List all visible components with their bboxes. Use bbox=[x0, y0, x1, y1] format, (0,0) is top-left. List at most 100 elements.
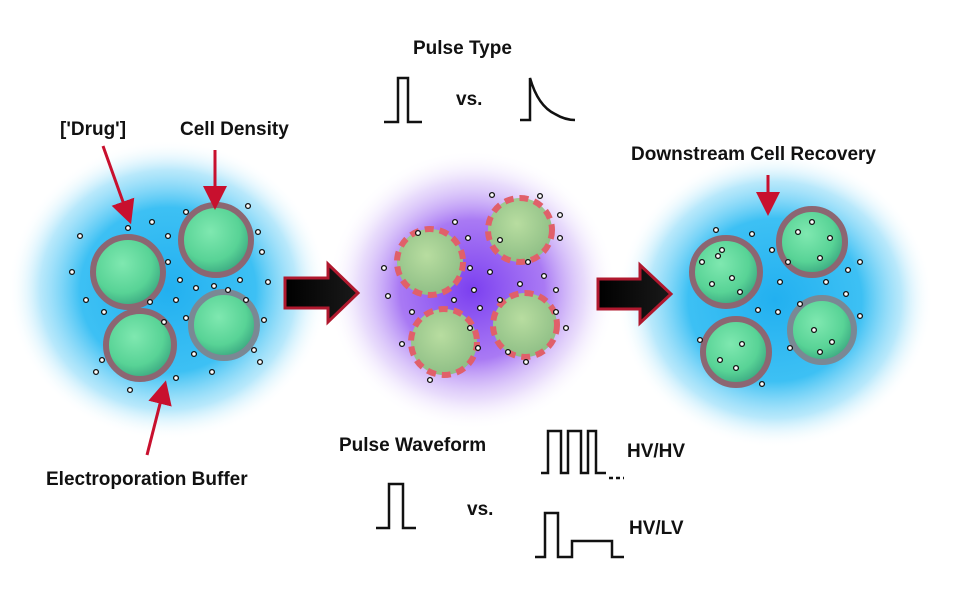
electroporation-buffer-label: Electroporation Buffer bbox=[46, 469, 248, 490]
drug-molecule-dot bbox=[524, 258, 532, 266]
drug-molecule-dot bbox=[718, 246, 726, 254]
drug-molecule-dot bbox=[256, 358, 264, 366]
drug-molecule-dot bbox=[126, 386, 134, 394]
drug-molecule-dot bbox=[182, 314, 190, 322]
drug-molecule-dot bbox=[736, 288, 744, 296]
drug-molecule-dot bbox=[496, 236, 504, 244]
pulse-type-label: Pulse Type bbox=[413, 38, 512, 59]
drug-molecule-dot bbox=[716, 356, 724, 364]
drug-molecule-dot bbox=[696, 336, 704, 344]
drug-molecule-dot bbox=[148, 218, 156, 226]
square-pulse-icon bbox=[376, 482, 416, 530]
drug-molecule-dot bbox=[758, 380, 766, 388]
drug-molecule-dot bbox=[816, 348, 824, 356]
drug-molecule-dot bbox=[414, 229, 422, 237]
drug-molecule-dot bbox=[552, 308, 560, 316]
drug-molecule-dot bbox=[822, 278, 830, 286]
drug-molecule-dot bbox=[466, 264, 474, 272]
drug-molecules-right bbox=[696, 218, 864, 388]
drug-molecule-dot bbox=[796, 300, 804, 308]
drug-molecule-dot bbox=[380, 264, 388, 272]
square-pulse-icon bbox=[384, 76, 422, 124]
drug-molecule-dot bbox=[182, 208, 190, 216]
drug-molecule-dot bbox=[92, 368, 100, 376]
drug-molecule-dot bbox=[68, 268, 76, 276]
drug-molecule-dot bbox=[426, 376, 434, 384]
drug-molecule-dot bbox=[470, 286, 478, 294]
downstream-recovery-label: Downstream Cell Recovery bbox=[631, 144, 876, 165]
drug-molecule-dot bbox=[451, 218, 459, 226]
drug-molecule-dot bbox=[712, 226, 720, 234]
drug-molecule-dot bbox=[728, 274, 736, 282]
drug-molecule-dot bbox=[536, 192, 544, 200]
drug-molecule-dot bbox=[748, 230, 756, 238]
drug-molecule-dot bbox=[264, 278, 272, 286]
drug-molecule-dot bbox=[826, 234, 834, 242]
drug-molecule-dot bbox=[828, 338, 836, 346]
cell bbox=[103, 308, 177, 382]
hv-hv-label: HV/HV bbox=[627, 441, 686, 462]
drug-molecule-dot bbox=[224, 286, 232, 294]
drug-molecule-dot bbox=[208, 368, 216, 376]
drug-molecule-dot bbox=[856, 258, 864, 266]
drug-molecule-dot bbox=[260, 316, 268, 324]
drug-molecule-dot bbox=[476, 304, 484, 312]
drug-molecule-dot bbox=[146, 298, 154, 306]
double-square-pulse-icon bbox=[541, 429, 606, 475]
drug-molecule-dot bbox=[466, 324, 474, 332]
drug-molecule-dot bbox=[808, 218, 816, 226]
drug-molecule-dot bbox=[176, 276, 184, 284]
drug-molecule-dot bbox=[98, 356, 106, 364]
right-cell-cluster bbox=[617, 152, 933, 448]
recovered-cell bbox=[700, 316, 772, 388]
drug-molecule-dot bbox=[244, 202, 252, 210]
drug-molecule-dot bbox=[474, 344, 482, 352]
drug-molecule-dot bbox=[754, 306, 762, 314]
drug-molecule-dot bbox=[242, 296, 250, 304]
vs-top-label: vs. bbox=[456, 89, 483, 110]
pulse-waveform-label: Pulse Waveform bbox=[339, 435, 487, 456]
drug-molecule-dot bbox=[192, 284, 200, 292]
recovered-cell bbox=[776, 206, 848, 278]
drug-molecule-dot bbox=[784, 258, 792, 266]
cell-density-label: Cell Density bbox=[180, 119, 289, 140]
drug-molecule-dot bbox=[556, 211, 564, 219]
drug-molecule-dot bbox=[786, 344, 794, 352]
exponential-decay-icon bbox=[520, 77, 576, 122]
drug-molecule-dot bbox=[164, 258, 172, 266]
high-low-step-pulse-icon bbox=[535, 511, 624, 559]
porated-cell bbox=[490, 290, 560, 360]
drug-molecule-dot bbox=[708, 280, 716, 288]
drug-molecule-dot bbox=[774, 308, 782, 316]
drug-molecule-dot bbox=[842, 290, 850, 298]
drug-molecule-dot bbox=[698, 258, 706, 266]
drug-molecule-dot bbox=[516, 280, 524, 288]
drug-molecule-dot bbox=[552, 286, 560, 294]
drug-molecule-dot bbox=[254, 228, 262, 236]
drug-molecule-dot bbox=[190, 350, 198, 358]
drug-molecule-dot bbox=[844, 266, 852, 274]
recovered-cell bbox=[689, 235, 763, 309]
drug-molecule-dot bbox=[562, 324, 570, 332]
drug-molecule-dot bbox=[384, 292, 392, 300]
drug-molecule-dot bbox=[82, 296, 90, 304]
drug-label: ['Drug'] bbox=[60, 119, 127, 140]
left-cell-cluster bbox=[8, 140, 328, 440]
drug-molecule-dot bbox=[486, 268, 494, 276]
drug-molecule-dot bbox=[496, 296, 504, 304]
porated-cell bbox=[394, 226, 466, 298]
drug-molecule-dot bbox=[464, 234, 472, 242]
right-arrow-icon bbox=[283, 260, 361, 326]
cell bbox=[188, 289, 260, 361]
drug-molecule-dot bbox=[250, 346, 258, 354]
drug-molecule-dot bbox=[236, 276, 244, 284]
drug-molecule-dot bbox=[540, 272, 548, 280]
drug-molecule-dot bbox=[522, 358, 530, 366]
drug-molecule-dot bbox=[504, 348, 512, 356]
recovery-glow-right bbox=[617, 152, 933, 448]
drug-molecule-dot bbox=[398, 340, 406, 348]
hv-lv-label: HV/LV bbox=[629, 518, 684, 539]
drug-molecule-dot bbox=[164, 232, 172, 240]
